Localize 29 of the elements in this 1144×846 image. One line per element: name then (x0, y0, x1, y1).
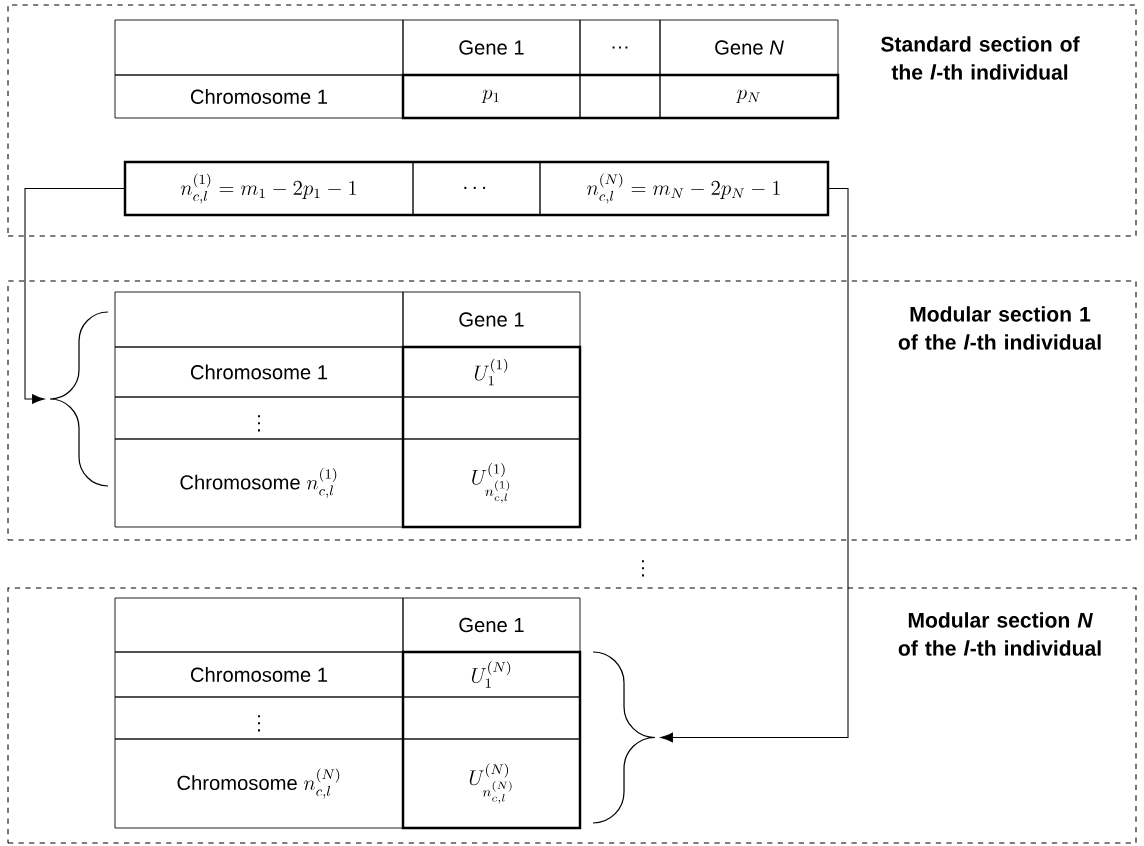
formula-cell: $\cdots$ (412, 161, 541, 216)
arrow (660, 187, 849, 743)
table-cell: Chromosome 1 (114, 74, 404, 119)
table-cell: Gene 1 (402, 597, 581, 653)
arrow (24, 187, 126, 404)
table-cell: $\vdots$ (114, 396, 404, 440)
section-heading: Modular section 1 of the l-th individual (898, 306, 1101, 350)
table-cell: Gene N (659, 19, 839, 76)
label: $U_1^{(N)}$ (471, 661, 511, 688)
table-cell: Chromosome 1 (114, 651, 404, 698)
table-cell: $p_N$ (659, 74, 839, 119)
label: $U_1^{(1)}$ (474, 358, 508, 386)
section-heading: Standard section of the l-th individual (881, 36, 1080, 80)
table-cell: $\vdots$ (114, 696, 404, 740)
table-cell: Gene 1 (402, 291, 581, 348)
node-label: $n_{c,l}^{(1)} = m_1 - 2p_1 - 1$ (180, 173, 357, 204)
table-cell: … (579, 19, 661, 76)
table-cell: Gene 1 (402, 19, 581, 76)
table-cell: $U_{n_{c,l}^{(1)}}^{(1)}$ (402, 438, 581, 528)
formula-cell: $n_{c,l}^{(N)} = m_N - 2p_N - 1$ (539, 161, 829, 216)
table-cell: $\text{Chromosome }n_{c,l}^{(1)}$ (114, 438, 404, 528)
table-cell: $\text{Chromosome }n_{c,l}^{(N)}$ (114, 738, 404, 829)
curly-brace (592, 651, 656, 824)
curly-brace (49, 311, 109, 487)
section-heading: Modular section N of the l-th individual (898, 612, 1101, 656)
label: $p_1$ (481, 89, 499, 104)
table-cell: Chromosome 1 (114, 346, 404, 398)
ellipsis: $\vdots$ (642, 560, 644, 577)
table-cell: $U_{n_{c,l}^{(N)}}^{(N)}$ (402, 738, 581, 829)
